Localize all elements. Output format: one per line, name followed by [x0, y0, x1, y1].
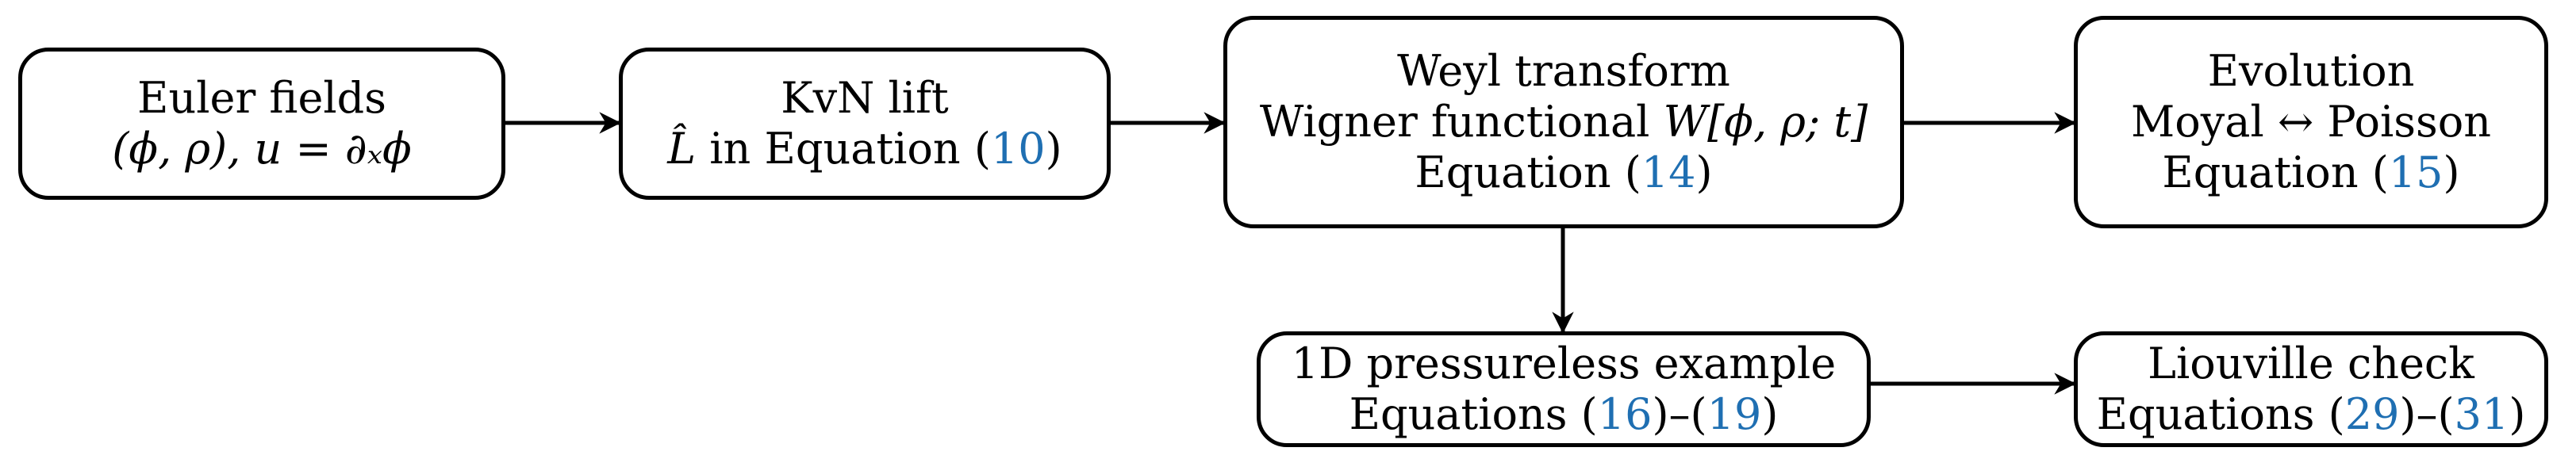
- evolution-title: Evolution: [2207, 46, 2415, 96]
- weyl-equation-ref[interactable]: 14: [1641, 147, 1696, 197]
- kvn-operator-symbol: L̂: [667, 124, 697, 174]
- liouville-equations-close: ): [2509, 389, 2526, 439]
- euler-title: Euler fields: [137, 73, 386, 123]
- kvn-equation-line: L̂ in Equation (10): [667, 124, 1062, 174]
- weyl-equation-line: Equation (14): [1415, 147, 1712, 198]
- liouville-ref-start[interactable]: 29: [2344, 389, 2400, 439]
- node-kvn-lift: KvN lift L̂ in Equation (10): [619, 48, 1111, 200]
- kvn-equation-text: in Equation (: [696, 124, 991, 174]
- evolution-equation-line: Equation (15): [2162, 147, 2459, 198]
- liouville-equations-line: Equations (29)–(31): [2097, 389, 2526, 440]
- node-weyl-transform: Weyl transform Wigner functional W[ϕ, ρ;…: [1223, 16, 1904, 228]
- weyl-equation-text: Equation (: [1415, 147, 1641, 197]
- euler-variables: (ϕ, ρ), u = ∂ₓϕ: [112, 124, 412, 174]
- pressureless-ref-start[interactable]: 16: [1597, 389, 1653, 439]
- node-liouville-check: Liouville check Equations (29)–(31): [2074, 331, 2548, 447]
- kvn-title: KvN lift: [781, 73, 949, 123]
- kvn-equation-close: ): [1045, 124, 1062, 174]
- evolution-equation-close: ): [2443, 147, 2460, 197]
- liouville-title: Liouville check: [2148, 339, 2474, 388]
- liouville-equations-mid: )–(: [2399, 389, 2455, 439]
- node-euler-fields: Euler fields (ϕ, ρ), u = ∂ₓϕ: [18, 48, 505, 200]
- weyl-title: Weyl transform: [1397, 46, 1730, 96]
- weyl-functional-math: W[ϕ, ρ; t]: [1663, 97, 1868, 147]
- evolution-equation-text: Equation (: [2162, 147, 2389, 197]
- pressureless-equations-line: Equations (16)–(19): [1349, 389, 1779, 440]
- weyl-functional-text: Wigner functional: [1259, 97, 1664, 147]
- pressureless-title: 1D pressureless example: [1291, 339, 1837, 388]
- pressureless-equations-mid: )–(: [1652, 389, 1707, 439]
- node-evolution: Evolution Moyal ↔ Poisson Equation (15): [2074, 16, 2548, 228]
- weyl-functional-line: Wigner functional W[ϕ, ρ; t]: [1260, 97, 1868, 147]
- node-pressureless-example: 1D pressureless example Equations (16)–(…: [1257, 331, 1871, 447]
- liouville-ref-end[interactable]: 31: [2454, 389, 2509, 439]
- pressureless-ref-end[interactable]: 19: [1706, 389, 1762, 439]
- evolution-equation-ref[interactable]: 15: [2388, 147, 2444, 197]
- evolution-brackets: Moyal ↔ Poisson: [2131, 97, 2491, 147]
- weyl-equation-close: ): [1695, 147, 1713, 197]
- pressureless-equations-close: ): [1761, 389, 1779, 439]
- liouville-equations-text: Equations (: [2096, 389, 2345, 439]
- kvn-equation-ref[interactable]: 10: [990, 124, 1046, 174]
- pressureless-equations-text: Equations (: [1349, 389, 1598, 439]
